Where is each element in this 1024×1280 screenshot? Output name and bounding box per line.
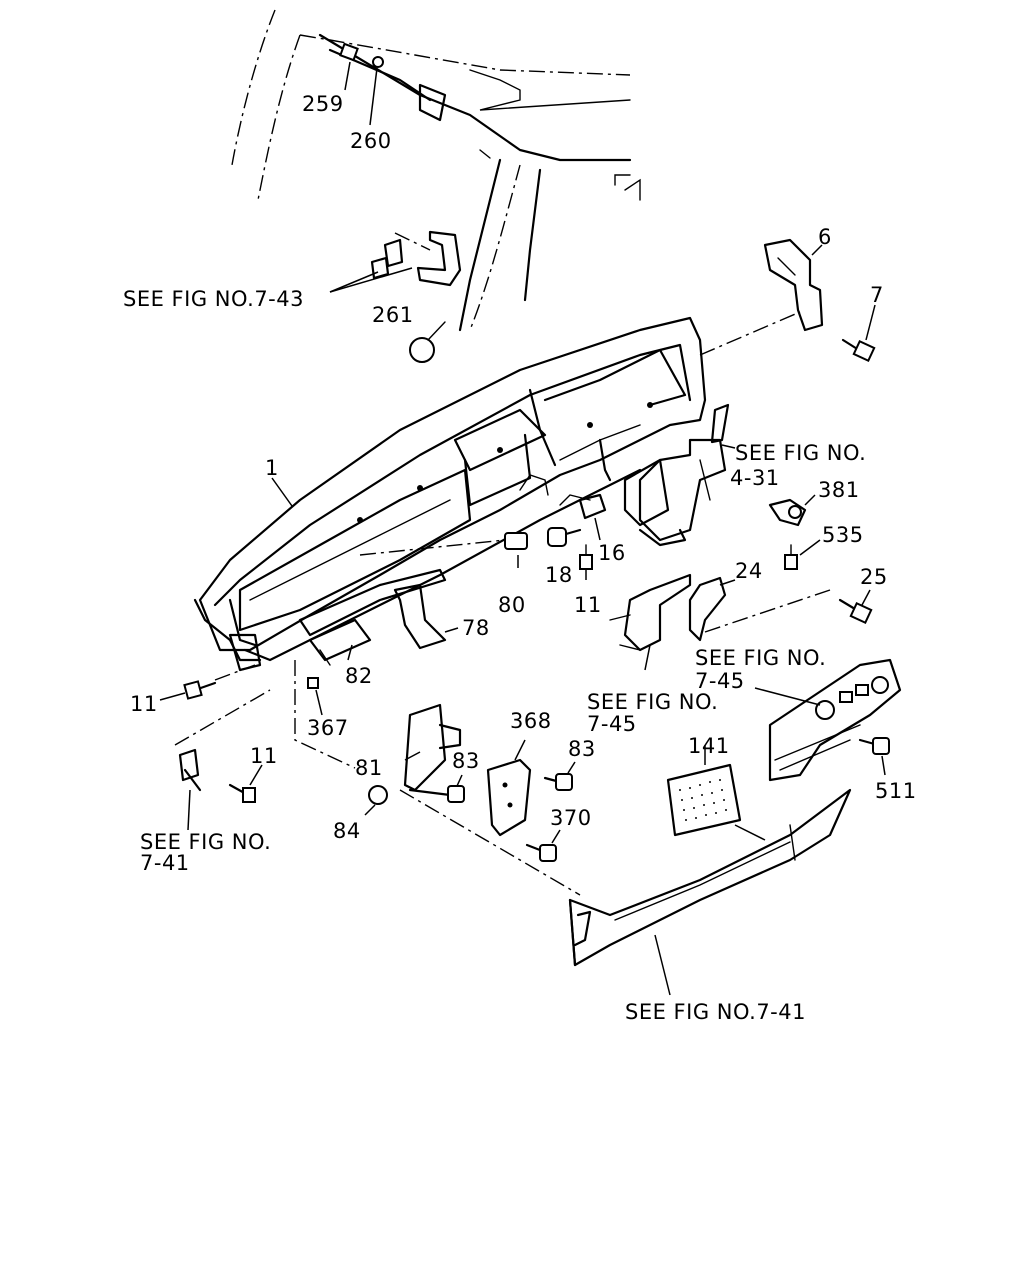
callout-18: 18 xyxy=(545,563,573,587)
callout-81: 81 xyxy=(355,756,383,780)
callout-141: 141 xyxy=(688,734,730,758)
callout-261: 261 xyxy=(372,303,414,327)
ref-fig-7-45-center-line2: 7-45 xyxy=(587,712,637,736)
steering-column xyxy=(623,403,730,547)
bolt-7 xyxy=(841,338,876,363)
ref-fig-7-41-bottom: SEE FIG NO.7-41 xyxy=(625,1000,806,1024)
reinforcement-82 xyxy=(298,568,447,666)
screw-260 xyxy=(372,56,384,68)
callout-368: 368 xyxy=(510,709,552,733)
switch-80 xyxy=(359,532,528,556)
ref-fig-7-41-left-line2: 7-41 xyxy=(140,851,190,875)
callout-16: 16 xyxy=(598,541,626,565)
instrument-panel xyxy=(193,316,707,672)
ref-fig-7-41-left-line1: SEE FIG NO. xyxy=(140,830,271,854)
bolt-83-right xyxy=(543,773,573,791)
button-261 xyxy=(409,321,446,363)
callout-82: 82 xyxy=(345,664,373,688)
heater-control-panel xyxy=(768,658,902,782)
bracket-368 xyxy=(486,758,532,837)
bracket-81 xyxy=(403,703,462,792)
screw-535 xyxy=(784,544,798,570)
ref-fig-4-31-line2: 4-31 xyxy=(730,466,780,490)
bolt-25 xyxy=(838,598,873,625)
connector-18 xyxy=(547,527,582,547)
screw-11-center xyxy=(579,544,593,570)
callout-80: 80 xyxy=(498,593,526,617)
callout-84: 84 xyxy=(333,819,361,843)
callout-535: 535 xyxy=(822,523,864,547)
lower-cover xyxy=(568,788,852,967)
callout-367: 367 xyxy=(307,716,349,740)
ref-fig-7-43: SEE FIG NO.7-43 xyxy=(123,287,304,311)
nut-84 xyxy=(368,785,388,805)
ref-fig-4-31-line1: SEE FIG NO. xyxy=(735,441,866,465)
callout-25: 25 xyxy=(860,565,888,589)
callout-11-center: 11 xyxy=(574,593,602,617)
clip-381 xyxy=(768,498,807,527)
callout-1: 1 xyxy=(265,456,279,480)
callout-370: 370 xyxy=(550,806,592,830)
ref-fig-7-45-right-line2: 7-45 xyxy=(695,669,745,693)
callout-78: 78 xyxy=(462,616,490,640)
bracket-6 xyxy=(763,238,824,332)
callout-260: 260 xyxy=(350,129,392,153)
bolt-83-left xyxy=(408,785,465,803)
callout-24: 24 xyxy=(735,559,763,583)
bolt-11-lower xyxy=(228,783,256,803)
bracket-78 xyxy=(393,583,447,650)
ref-fig-7-45-right-line1: SEE FIG NO. xyxy=(695,646,826,670)
assist-grip xyxy=(370,230,462,287)
callout-11-lower: 11 xyxy=(250,744,278,768)
clip-259 xyxy=(339,42,359,62)
connector-16 xyxy=(578,493,607,520)
callout-511: 511 xyxy=(875,779,917,803)
callout-7: 7 xyxy=(870,283,884,307)
side-bracket-7-41 xyxy=(178,748,202,792)
callout-381: 381 xyxy=(818,478,860,502)
callout-83-left: 83 xyxy=(452,749,480,773)
clip-367 xyxy=(307,677,319,689)
callout-83-right: 83 xyxy=(568,737,596,761)
cab-pillar-roof xyxy=(231,9,641,332)
bolt-11-left xyxy=(183,680,217,700)
ref-fig-7-45-center-line1: SEE FIG NO. xyxy=(587,690,718,714)
pad-141 xyxy=(666,763,742,837)
screw-511 xyxy=(858,737,890,755)
callout-259: 259 xyxy=(302,92,344,116)
callout-11-left: 11 xyxy=(130,692,158,716)
bolt-370 xyxy=(525,843,557,862)
bracket-24 xyxy=(609,573,727,652)
callout-6: 6 xyxy=(818,225,832,249)
